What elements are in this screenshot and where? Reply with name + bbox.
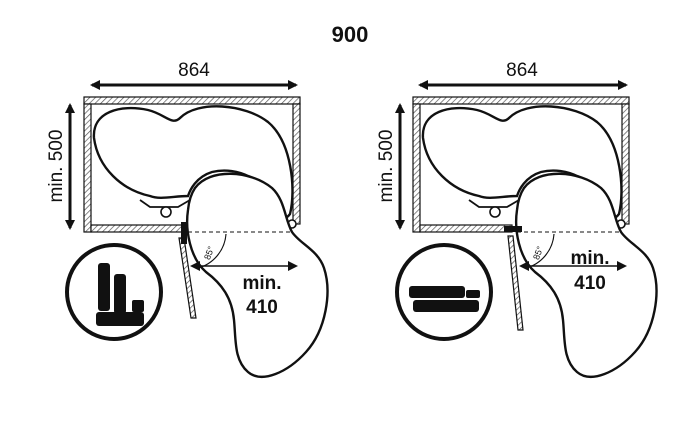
left-outer-tray: [186, 172, 329, 378]
left-clearance-label-line2: 410: [246, 297, 278, 318]
right-angle-label: 85°: [531, 244, 545, 261]
left-angle-label: 85°: [202, 244, 216, 261]
right-depth-label: min. 500: [376, 130, 397, 203]
right-swing-arm: [468, 199, 520, 208]
right-door-panel: [507, 235, 524, 331]
left-cabinet-walls: [83, 96, 301, 233]
right-door-handle: [504, 226, 522, 232]
left-depth-label: min. 500: [46, 130, 67, 203]
right-clearance-label-line1: min.: [570, 248, 609, 269]
vertical-tray-icon: [65, 243, 163, 341]
right-diagram: 864 min. 500 85° min. 410: [376, 60, 658, 378]
horizontal-tray-icon: [395, 243, 493, 341]
right-pivot-icon: [489, 206, 501, 218]
left-clearance-label-line1: min.: [242, 273, 281, 294]
cabinet-size-title: 900: [332, 22, 369, 47]
right-width-label: 864: [506, 60, 538, 81]
left-door-handle: [181, 222, 187, 244]
left-width-label: 864: [178, 60, 210, 81]
left-pivot-icon: [160, 206, 172, 218]
right-clearance-label-line2: 410: [574, 273, 606, 294]
left-swing-arm: [139, 199, 191, 208]
left-diagram: 864 min. 500 85° min. 410: [46, 60, 329, 378]
right-outer-tray: [515, 172, 658, 378]
